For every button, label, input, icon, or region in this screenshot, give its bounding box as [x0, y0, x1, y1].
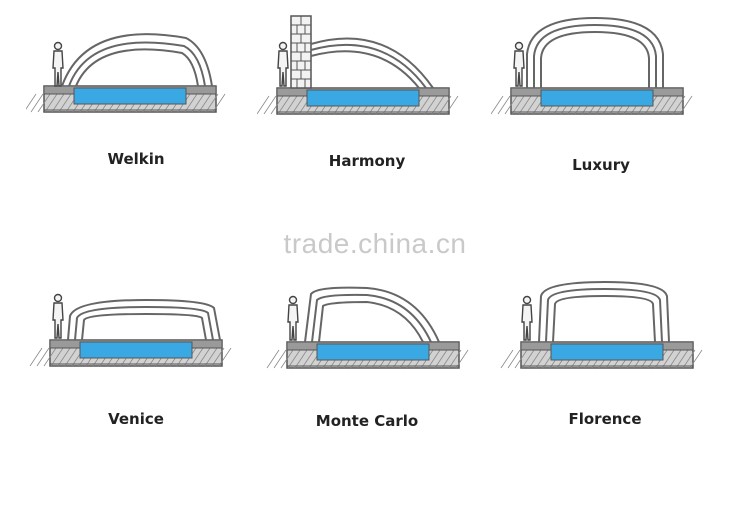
enclosure-venice: Venice: [26, 278, 246, 438]
enclosure-name: Welkin: [107, 150, 165, 168]
person-scale-icon: [277, 41, 289, 87]
pool-base-icon: [500, 341, 703, 369]
enclosure-monte-carlo: Monte Carlo: [257, 278, 477, 438]
enclosure-luxury: Luxury: [491, 14, 711, 174]
person-scale-icon: [52, 293, 64, 339]
person-scale-icon: [521, 295, 533, 341]
person-scale-icon: [287, 295, 299, 341]
enclosure-welkin: Welkin: [26, 28, 246, 188]
tall-flat-top-enclosure-icon: [500, 280, 703, 369]
pool-water: [73, 87, 187, 105]
pool-water: [540, 89, 654, 107]
pool-water: [306, 89, 420, 107]
enclosure-name: Florence: [568, 410, 642, 428]
enclosure-name: Harmony: [328, 152, 406, 170]
asymmetric-sweeping-arch-icon: [266, 286, 469, 369]
pool-water: [79, 341, 193, 359]
low-round-arch-icon: [26, 33, 226, 113]
enclosure-name: Luxury: [572, 156, 630, 174]
pool-base-icon: [491, 87, 693, 115]
wall-mounted-lean-to-arch-icon: [257, 15, 459, 115]
person-scale-icon: [52, 41, 64, 87]
enclosure-florence: Florence: [495, 278, 715, 438]
watermark: trade.china.cn: [283, 228, 467, 259]
brick-wall-icon: [290, 15, 312, 89]
enclosure-harmony: Harmony: [257, 14, 477, 174]
enclosure-name: Monte Carlo: [315, 412, 419, 430]
enclosure-name: Venice: [108, 410, 164, 428]
high-round-arch-icon: [491, 16, 693, 115]
low-flat-top-enclosure-icon: [29, 293, 232, 367]
pool-water: [316, 343, 430, 361]
pool-base-icon: [26, 85, 226, 113]
pool-water: [550, 343, 664, 361]
pool-base-icon: [266, 341, 469, 369]
person-scale-icon: [513, 41, 525, 87]
pool-base-icon: [257, 87, 459, 115]
pool-base-icon: [29, 339, 232, 367]
